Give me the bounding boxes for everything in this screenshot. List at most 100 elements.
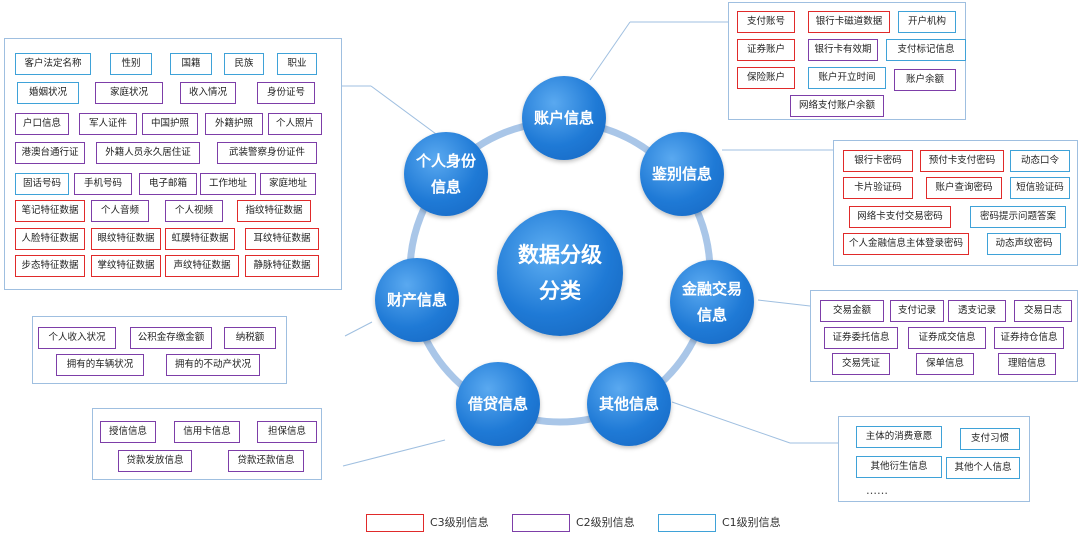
other-tag[interactable]: 支付习惯 (960, 428, 1020, 450)
account-tag[interactable]: 支付账号 (737, 11, 795, 33)
personal-tag[interactable]: 虹膜特征数据 (165, 228, 235, 250)
account-tag[interactable]: 账户余额 (894, 69, 956, 91)
legend-c1-label: C1级别信息 (722, 516, 781, 529)
auth-tag[interactable]: 网络卡支付交易密码 (849, 206, 951, 228)
category-property[interactable]: 财产信息 (375, 258, 459, 342)
personal-tag[interactable]: 军人证件 (79, 113, 137, 135)
category-personal[interactable]: 个人身份信息 (404, 132, 488, 216)
legend-c2-swatch (512, 514, 570, 532)
auth-tag[interactable]: 动态口令 (1010, 150, 1070, 172)
personal-tag[interactable]: 家庭状况 (95, 82, 163, 104)
connector-finance (757, 299, 811, 307)
personal-tag[interactable]: 个人音频 (91, 200, 149, 222)
personal-tag[interactable]: 性别 (110, 53, 152, 75)
other-tag[interactable]: 其他衍生信息 (856, 456, 942, 478)
personal-tag[interactable]: 笔记特征数据 (15, 200, 85, 222)
category-auth-label: 鉴别信息 (651, 165, 712, 183)
category-property-label: 财产信息 (386, 291, 447, 309)
finance-tag[interactable]: 交易凭证 (832, 353, 890, 375)
personal-tag[interactable]: 国籍 (170, 53, 212, 75)
connector-account (589, 21, 631, 81)
legend-c3-swatch (366, 514, 424, 532)
account-tag[interactable]: 网络支付账户余额 (790, 95, 884, 117)
personal-tag[interactable]: 眼纹特征数据 (91, 228, 161, 250)
connector-loan (342, 439, 446, 467)
personal-tag[interactable]: 婚姻状况 (17, 82, 79, 104)
category-other-label: 其他信息 (598, 395, 659, 413)
personal-tag[interactable]: 个人视频 (165, 200, 223, 222)
loan-tag[interactable]: 授信信息 (100, 421, 156, 443)
personal-tag[interactable]: 掌纹特征数据 (91, 255, 161, 277)
personal-tag[interactable]: 外籍护照 (205, 113, 263, 135)
loan-tag[interactable]: 担保信息 (257, 421, 317, 443)
property-tag[interactable]: 公积金存缴金额 (130, 327, 212, 349)
category-loan[interactable]: 借贷信息 (456, 362, 540, 446)
personal-tag[interactable]: 港澳台通行证 (15, 142, 85, 164)
auth-tag[interactable]: 预付卡支付密码 (920, 150, 1004, 172)
personal-tag[interactable]: 户口信息 (15, 113, 69, 135)
property-tag[interactable]: 个人收入状况 (38, 327, 116, 349)
account-tag[interactable]: 银行卡磁道数据 (808, 11, 890, 33)
category-finance[interactable]: 金融交易信息 (670, 260, 754, 344)
auth-tag[interactable]: 银行卡密码 (843, 150, 913, 172)
other-tag[interactable]: 其他个人信息 (946, 457, 1020, 479)
property-tag[interactable]: 纳税额 (224, 327, 276, 349)
personal-tag[interactable]: 耳纹特征数据 (245, 228, 319, 250)
account-tag[interactable]: 证券账户 (737, 39, 795, 61)
account-tag[interactable]: 支付标记信息 (886, 39, 966, 61)
category-auth[interactable]: 鉴别信息 (640, 132, 724, 216)
personal-tag[interactable]: 指纹特征数据 (237, 200, 311, 222)
personal-tag[interactable]: 职业 (277, 53, 317, 75)
personal-tag[interactable]: 客户法定名称 (15, 53, 91, 75)
personal-tag[interactable]: 身份证号 (257, 82, 315, 104)
finance-tag[interactable]: 交易金额 (820, 300, 884, 322)
personal-tag[interactable]: 电子邮箱 (139, 173, 197, 195)
auth-tag[interactable]: 密码提示问题答案 (970, 206, 1066, 228)
finance-tag[interactable]: 证券委托信息 (824, 327, 898, 349)
personal-tag[interactable]: 静脉特征数据 (245, 255, 319, 277)
loan-tag[interactable]: 贷款发放信息 (118, 450, 192, 472)
personal-tag[interactable]: 个人照片 (268, 113, 322, 135)
personal-panel (4, 38, 342, 290)
personal-tag[interactable]: 收入情况 (180, 82, 236, 104)
personal-tag[interactable]: 武装警察身份证件 (217, 142, 317, 164)
account-tag[interactable]: 账户开立时间 (808, 67, 886, 89)
personal-tag[interactable]: 人脸特征数据 (15, 228, 85, 250)
personal-tag[interactable]: 固话号码 (15, 173, 69, 195)
personal-tag[interactable]: 手机号码 (74, 173, 132, 195)
property-tag[interactable]: 拥有的不动产状况 (166, 354, 260, 376)
account-tag[interactable]: 银行卡有效期 (808, 39, 878, 61)
personal-tag[interactable]: 工作地址 (200, 173, 256, 195)
finance-tag[interactable]: 证券持仓信息 (994, 327, 1064, 349)
auth-tag[interactable]: 个人金融信息主体登录密码 (843, 233, 969, 255)
personal-tag[interactable]: 外籍人员永久居住证 (96, 142, 200, 164)
category-personal-label: 个人身份信息 (415, 152, 476, 196)
center-label: 数据分级分类 (518, 243, 602, 303)
auth-tag[interactable]: 卡片验证码 (843, 177, 913, 199)
finance-tag[interactable]: 支付记录 (890, 300, 944, 322)
finance-tag[interactable]: 交易日志 (1014, 300, 1072, 322)
loan-tag[interactable]: 信用卡信息 (174, 421, 240, 443)
personal-tag[interactable]: 家庭地址 (260, 173, 316, 195)
personal-tag[interactable]: 中国护照 (142, 113, 198, 135)
property-tag[interactable]: 拥有的车辆状况 (56, 354, 144, 376)
finance-tag[interactable]: 保单信息 (916, 353, 974, 375)
personal-tag[interactable]: 步态特征数据 (15, 255, 85, 277)
account-tag[interactable]: 保险账户 (737, 67, 795, 89)
finance-tag[interactable]: 理赔信息 (998, 353, 1056, 375)
auth-tag[interactable]: 账户查询密码 (926, 177, 1002, 199)
finance-tag[interactable]: 证券成交信息 (908, 327, 986, 349)
personal-tag[interactable]: 声纹特征数据 (165, 255, 239, 277)
other-tag[interactable]: 主体的消费意愿 (856, 426, 942, 448)
account-tag[interactable]: 开户机构 (898, 11, 956, 33)
category-other[interactable]: 其他信息 (587, 362, 671, 446)
personal-tag[interactable]: 民族 (224, 53, 264, 75)
category-account-label: 账户信息 (533, 109, 594, 127)
auth-tag[interactable]: 动态声纹密码 (987, 233, 1061, 255)
auth-tag[interactable]: 短信验证码 (1010, 177, 1070, 199)
finance-tag[interactable]: 透支记录 (948, 300, 1006, 322)
loan-tag[interactable]: 贷款还款信息 (228, 450, 304, 472)
connector-property (344, 321, 373, 337)
category-account[interactable]: 账户信息 (522, 76, 606, 160)
